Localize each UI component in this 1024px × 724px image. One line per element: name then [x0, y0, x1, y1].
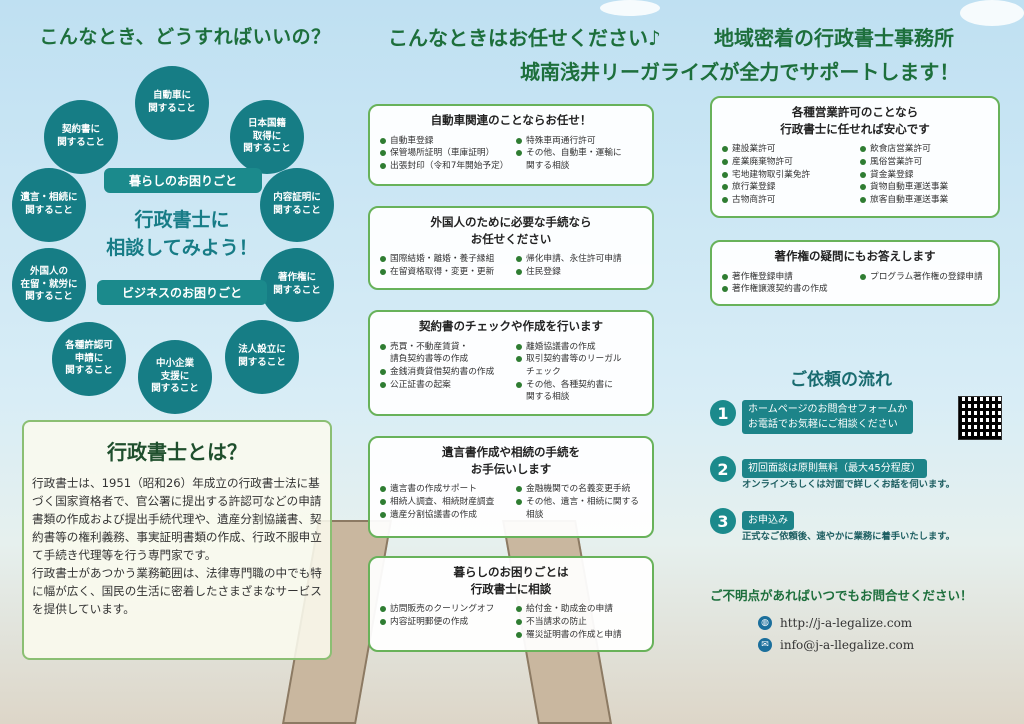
globe-icon: ◍ [758, 616, 772, 630]
service-box-permits: 各種営業許可のことなら 行政書士に任せれば安心です 建設業許可産業廃棄物許可宅地… [710, 96, 1000, 218]
list-item: 公正証書の起案 [380, 379, 506, 392]
qr-code-icon[interactable] [958, 396, 1002, 440]
header-line-2: 城南浅井リーガライズが全力でサポートします！ [520, 60, 960, 84]
list-item: その他、遺言・相続に関する 相談 [516, 496, 642, 521]
service-box-inheritance: 遺言書作成や相続の手続を お手伝いします 遺言書の作成サポート相続人調査、相続財… [368, 436, 654, 538]
list-item: 貸金業登録 [860, 169, 988, 182]
box-title: 自動車関連のことならお任せ！ [430, 113, 592, 127]
list-item: 在留資格取得・変更・更新 [380, 266, 506, 279]
about-panel: 行政書士とは？ 行政書士は、1951（昭和26）年成立の行政書士法に基づく国家資… [22, 420, 332, 660]
list-item: 遺言書の作成サポート [380, 483, 506, 496]
list-item: 風俗営業許可 [860, 156, 988, 169]
header-line-1b: 地域密着の行政書士事務所 [714, 26, 954, 50]
website-link[interactable]: ◍ http://j-a-legalize.com [758, 616, 912, 630]
box-title: 契約書のチェックや作成を行います [419, 319, 603, 333]
service-box-copyright: 著作権の疑問にもお答えします 著作権登録申請著作権譲渡契約書の作成 プログラム著… [710, 240, 1000, 306]
topic-circle-foreigners: 外国人の 在留・就労に 関すること [12, 248, 86, 322]
topic-circle-nationality: 日本国籍 取得に 関すること [230, 100, 304, 174]
list-item: 相続人調査、相続財産調査 [380, 496, 506, 509]
box-title: 著作権の疑問にもお答えします [774, 249, 936, 263]
mail-icon: ✉ [758, 638, 772, 652]
topic-circle-permits: 各種許認可 申請に 関すること [52, 322, 126, 396]
step-text: お申込み [742, 511, 794, 530]
topic-circle-contract: 契約書に 関すること [44, 100, 118, 174]
step-number: 2 [710, 456, 736, 482]
list-item: 売買・不動産賃貸・ 請負契約書等の作成 [380, 341, 506, 366]
list-item: 産業廃棄物許可 [722, 156, 850, 169]
list-item: 住民登録 [516, 266, 642, 279]
list-item: 建設業許可 [722, 143, 850, 156]
center-callout: 行政書士に 相談してみよう！ [106, 209, 258, 259]
service-box-foreigners: 外国人のために必要な手続なら お任せください 国際結婚・離婚・養子縁組在留資格取… [368, 206, 654, 290]
header-line-1a: こんなときはお任せください♪ [388, 26, 661, 50]
box-title: 暮らしのお困りごとは 行政書士に相談 [453, 565, 569, 596]
list-item: 宅地建物取引業免許 [722, 169, 850, 182]
box-title: 各種営業許可のことなら 行政書士に任せれば安心です [780, 105, 930, 136]
left-heading: こんなとき、どうすればいいの？ [39, 26, 331, 48]
topic-circle-certified-mail: 内容証明に 関すること [260, 168, 334, 242]
list-item: 飲食店営業許可 [860, 143, 988, 156]
flow-title: ご依頼の流れ [790, 370, 892, 390]
contact-question: ご不明点があればいつでもお問合せください！ [710, 588, 973, 603]
step-number: 1 [710, 400, 736, 426]
list-item: 内容証明郵便の作成 [380, 616, 506, 629]
pill-business: ビジネスのお困りごと [97, 280, 267, 305]
topic-circle-sme: 中小企業 支援に 関すること [138, 340, 212, 414]
about-body-1: 行政書士は、1951（昭和26）年成立の行政書士法に基づく国家資格者で、官公署に… [32, 476, 322, 562]
list-item: 金融機関での名義変更手続 [516, 483, 642, 496]
list-item: 罹災証明書の作成と申請 [516, 629, 642, 642]
flow-step-1: 1 ホームページのお問合せフォームか お電話でお気軽にご相談ください [710, 400, 1000, 434]
service-box-daily-life: 暮らしのお困りごとは 行政書士に相談 訪問販売のクーリングオフ内容証明郵便の作成… [368, 556, 654, 652]
topic-circle-car: 自動車に 関すること [135, 66, 209, 140]
list-item: 保管場所証明（車庫証明） [380, 147, 506, 160]
list-item: 金銭消費貸借契約書の作成 [380, 366, 506, 379]
list-item: 出張封印（令和7年開始予定） [380, 160, 508, 173]
list-item: その他、自動車・運輸に 関する相談 [516, 147, 642, 172]
list-item: その他、各種契約書に 関する相談 [516, 379, 642, 404]
list-item: 著作権譲渡契約書の作成 [722, 283, 850, 296]
list-item: 帰化申請、永住許可申請 [516, 253, 642, 266]
topic-circle-copyright: 著作権に 関すること [260, 248, 334, 322]
list-item: 旅行業登録 [722, 181, 850, 194]
step-text: 初回面談は原則無料（最大45分程度） [742, 459, 927, 478]
website-url[interactable]: http://j-a-legalize.com [780, 616, 913, 630]
service-box-contract: 契約書のチェックや作成を行います 売買・不動産賃貸・ 請負契約書等の作成金銭消費… [368, 310, 654, 416]
about-title: 行政書士とは？ [107, 440, 247, 464]
service-box-car: 自動車関連のことならお任せ！ 自動車登録保管場所証明（車庫証明）出張封印（令和7… [368, 104, 654, 186]
email-link[interactable]: ✉ info@j-a-llegalize.com [758, 638, 914, 652]
flow-step-3: 3 お申込み 正式なご依頼後、速やかに業務に着手いたします。 [710, 508, 1000, 544]
list-item: 著作権登録申請 [722, 271, 850, 284]
list-item: 不当請求の防止 [516, 616, 642, 629]
list-item: 特殊車両通行許可 [516, 135, 642, 148]
list-item: 古物商許可 [722, 194, 850, 207]
list-item: 給付金・助成金の申請 [516, 603, 642, 616]
cloud [600, 0, 660, 16]
flow-step-2: 2 初回面談は原則無料（最大45分程度） オンラインもしくは対面で詳しくお話を伺… [710, 456, 1000, 492]
list-item: 取引契約書等のリーガル チェック [516, 353, 642, 378]
list-item: 自動車登録 [380, 135, 506, 148]
topic-circle-incorporation: 法人設立に 関すること [225, 320, 299, 394]
list-item: 旅客自動車運送事業 [860, 194, 988, 207]
about-body-2: 行政書士があつかう業務範囲は、法律専門職の中でも特に幅が広く、国民の生活に密着し… [32, 565, 322, 616]
list-item: 訪問販売のクーリングオフ [380, 603, 506, 616]
step-subtext: 正式なご依頼後、速やかに業務に着手いたします。 [742, 531, 955, 542]
list-item: 遺産分割協議書の作成 [380, 509, 506, 522]
list-item: 離婚協議書の作成 [516, 341, 642, 354]
topic-circle-inheritance: 遺言・相続に 関すること [12, 168, 86, 242]
list-item: 貨物自動車運送事業 [860, 181, 988, 194]
box-title: 遺言書作成や相続の手続を お手伝いします [442, 445, 580, 476]
email-address[interactable]: info@j-a-llegalize.com [780, 638, 915, 652]
step-subtext: オンラインもしくは対面で詳しくお話を伺います。 [742, 479, 955, 490]
pill-daily-life: 暮らしのお困りごと [104, 168, 262, 193]
list-item: 国際結婚・離婚・養子縁組 [380, 253, 506, 266]
box-title: 外国人のために必要な手続なら お任せください [430, 215, 592, 246]
cloud [960, 0, 1024, 26]
list-item: プログラム著作権の登録申請 [860, 271, 988, 284]
step-number: 3 [710, 508, 736, 534]
step-text: ホームページのお問合せフォームか お電話でお気軽にご相談ください [742, 400, 914, 434]
